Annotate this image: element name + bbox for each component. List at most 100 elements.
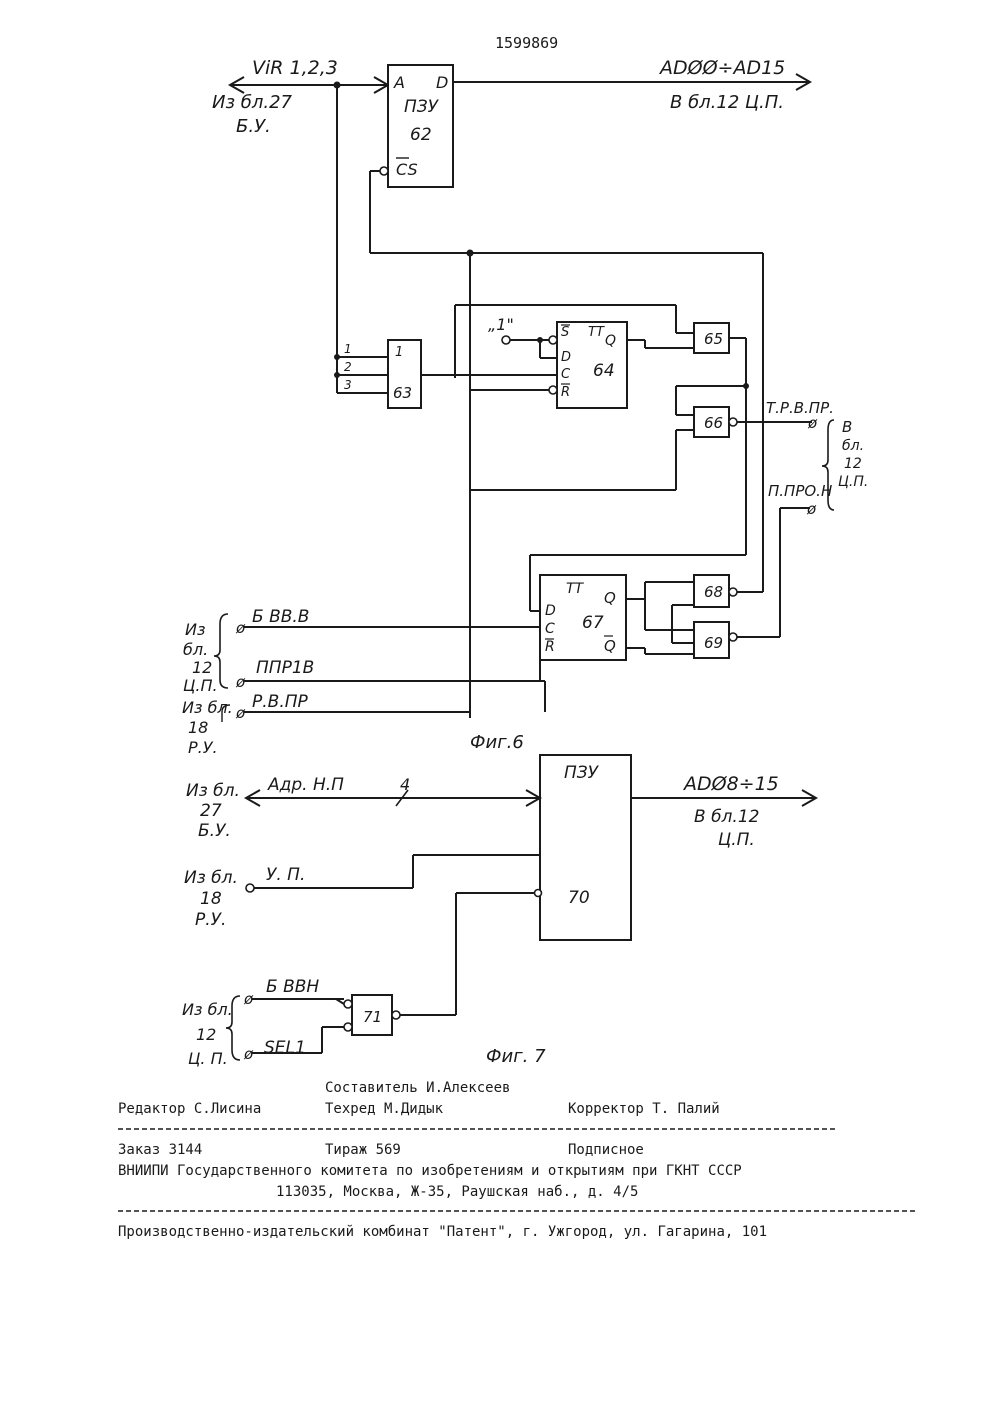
input-rvpr-label: Р.В.ПР (252, 692, 309, 712)
trigger-64-pin-d: D (561, 350, 571, 365)
output-bus-target: В бл.12 Ц.П. (670, 92, 784, 113)
input-up-terminal (246, 884, 254, 892)
output-bus-label: ADØØ÷AD15 (658, 57, 785, 79)
footer-address: 113035, Москва, Ж-35, Раушская наб., д. … (276, 1184, 638, 1200)
input-source-18-line-2: 18 (188, 718, 208, 737)
gate-69-number: 69 (704, 634, 723, 652)
trigger-67-type: TT (566, 581, 585, 597)
or63-input-3-label: 3 (344, 378, 352, 392)
output-target-line-2: бл. (842, 438, 864, 454)
gate-71-input-a-inversion (344, 1000, 352, 1008)
input-source-18-line-1: Из бл. (182, 698, 233, 717)
trigger-67-pin-nq: Q (604, 637, 616, 655)
output-target-line-1: В (842, 418, 852, 436)
footer-techred: Техред М.Дидык (325, 1101, 444, 1117)
input-bvvv-label: Б ВВ.В (252, 607, 309, 627)
footer-circulation: Тираж 569 (325, 1142, 401, 1158)
trigger-67-pin-r: R (545, 639, 555, 655)
trigger-67-pin-q: Q (604, 589, 616, 607)
or63-junction-1 (334, 354, 340, 360)
output-trvpr-label: Т.Р.В.ПР. (766, 399, 834, 417)
input-up-source-line-1: Из бл. (184, 868, 238, 888)
footer-vniipi: ВНИИПИ Государственного комитета по изоб… (118, 1163, 742, 1179)
figure-7-caption: Фиг. 7 (486, 1046, 546, 1067)
footer-compiler: Составитель И.Алексеев (325, 1080, 510, 1096)
fig7-input-source-line-1: Из бл. (182, 1000, 233, 1019)
trigger-64-s-inversion (549, 336, 557, 344)
or63-input-2-label: 2 (344, 360, 352, 374)
input-sel1-label: SEL1 (264, 1038, 306, 1058)
footer-corrector: Корректор Т. Палий (568, 1101, 720, 1117)
gate65-out-junction (743, 383, 749, 389)
address-bus-label: Адр. Н.П (267, 775, 344, 795)
input-bvvn-label: Б ВВН (266, 977, 319, 997)
trigger-64-number: 64 (593, 361, 615, 381)
input-bus-source-label: Из бл.27 (212, 92, 293, 113)
address-bus-source-line-2: 27 (200, 801, 222, 821)
input-up-label: У. П. (266, 865, 305, 885)
patent-number: 1599869 (495, 34, 558, 52)
trigger-67-number: 67 (582, 613, 604, 633)
trigger-64-pin-c: C (561, 367, 571, 382)
output-ppron-label: П.ПРО.Н (768, 482, 832, 500)
trigger-64-pin-q: Q (605, 333, 616, 349)
input-up-source-line-2: 18 (200, 889, 222, 909)
trigger-64-pin-r: R (561, 385, 570, 400)
fig7-input-source-line-3: Ц. П. (188, 1049, 228, 1068)
gate-69-inversion (729, 633, 737, 641)
input-up-source-line-3: Р.У. (195, 910, 226, 930)
rom-62-number: 62 (410, 125, 432, 145)
input-source-12-line-1: Из (185, 620, 205, 639)
output-target-line-4: Ц.П. (838, 474, 868, 490)
gate-68-inversion (729, 588, 737, 596)
address-bus-width: 4 (400, 775, 410, 794)
rom-62-name: ПЗУ (404, 97, 440, 117)
rom-62-pin-d: D (436, 73, 448, 92)
bus-junction-dot (334, 82, 341, 89)
const-one-terminal (502, 336, 510, 344)
trigger-67-pin-c: C (545, 621, 555, 637)
input-ppr1v-label: ППР1В (256, 658, 314, 678)
trigger-64-type: TT (588, 325, 605, 340)
rom-70-select-inversion (535, 890, 542, 897)
gate-71-input-b-inversion (344, 1023, 352, 1031)
gate-66-inversion (729, 418, 737, 426)
output-target-line-3: 12 (844, 456, 862, 472)
gate-66-number: 66 (704, 414, 723, 432)
figure-6: ViR 1,2,3 Из бл.27 Б.У. A D ПЗУ 62 CS AD… (182, 57, 868, 757)
figure-7: ПЗУ 70 4 Адр. Н.П Из бл. 27 Б.У. ADØ8÷15… (182, 755, 816, 1068)
rom-62-pin-cs: CS (396, 160, 418, 179)
trigger-67-pin-d: D (545, 603, 556, 619)
fig7-input-source-line-2: 12 (196, 1025, 216, 1044)
address-bus-source-line-3: Б.У. (198, 821, 231, 841)
gate-71-inversion (392, 1011, 400, 1019)
const-one-junction (537, 337, 543, 343)
rom70-output-target-line-1: В бл.12 (694, 807, 759, 827)
or63-junction-2 (334, 372, 340, 378)
rom-70-number: 70 (568, 888, 590, 908)
gate-65-number: 65 (704, 330, 723, 348)
or63-input-1-label: 1 (344, 342, 352, 356)
rom70-output-target-line-2: Ц.П. (718, 830, 755, 850)
footer-order: Заказ 3144 (118, 1142, 202, 1158)
input-bus-vir-label: ViR 1,2,3 (252, 57, 338, 79)
trigger-64-r-inversion (549, 386, 557, 394)
or-gate-63-number: 63 (393, 384, 412, 402)
rom-62-pin-a: A (393, 73, 405, 92)
input-source-18-line-3: Р.У. (188, 738, 218, 757)
or-gate-63-symbol: 1 (395, 345, 403, 360)
gate-68-number: 68 (704, 583, 723, 601)
address-bus-source-line-1: Из бл. (186, 781, 240, 801)
input-source-12-line-2: бл. (183, 640, 208, 659)
footer-editor: Редактор С.Лисина (118, 1101, 261, 1117)
rom-62-cs-inversion (380, 167, 388, 175)
trigger-64-pin-s: S (561, 325, 569, 340)
gate-71-number: 71 (363, 1008, 382, 1026)
const-one-label: „1" (488, 315, 514, 334)
rom-70-name: ПЗУ (564, 763, 600, 783)
imprint-footer: Составитель И.Алексеев Редактор С.Лисина… (118, 1080, 918, 1240)
footer-publisher: Производственно-издательский комбинат "П… (118, 1224, 767, 1240)
input-bus-source-block-label: Б.У. (236, 116, 271, 137)
input-source-12-line-4: Ц.П. (183, 676, 218, 695)
